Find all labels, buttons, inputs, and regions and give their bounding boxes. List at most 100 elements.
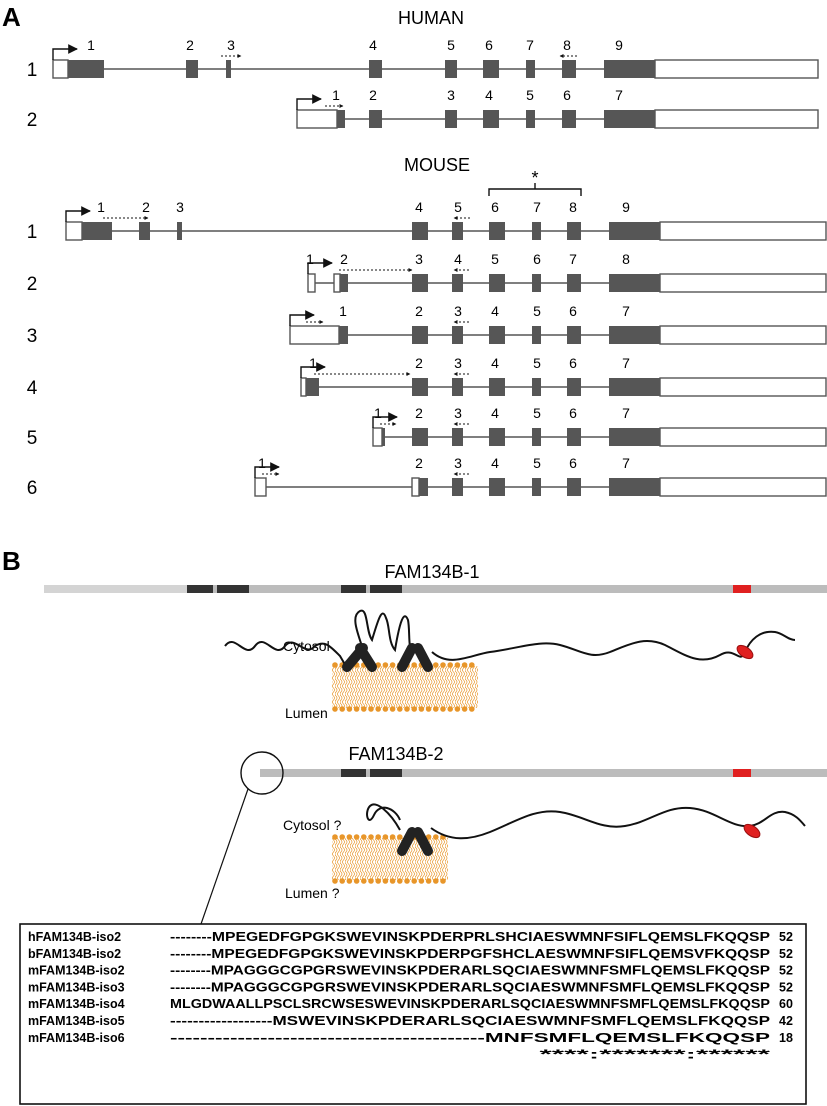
exon [337,110,345,128]
exon [562,60,576,78]
exon [526,110,535,128]
lipid-head [389,878,396,884]
alignment-row: bFAM134B-iso2--------MPEGEDFGPGKSWEVINSK… [28,947,793,961]
lipid-head [447,706,454,712]
exon [532,478,541,496]
lipid-head [375,834,382,840]
lipid-head [332,834,338,840]
lipid-head [440,662,446,668]
sequence-alignment: hFAM134B-iso2--------MPEGEDFGPGKSWEVINSK… [28,930,793,1062]
exon [452,326,463,344]
tss-arrow [65,206,91,222]
protein-2-bar [260,769,827,777]
exon [139,222,150,240]
exon-label: 2 [369,87,377,103]
exon-label: 4 [454,251,462,267]
exon [489,274,505,292]
lipid-head [361,834,367,840]
exon-label: 4 [491,455,499,471]
sequence-name: mFAM134B-iso4 [28,997,125,1011]
sequence: ----------------------------------------… [170,1031,770,1045]
lir-motif-marker [743,823,761,839]
tm-helix [397,643,417,672]
exon-label: 4 [415,199,423,215]
alignment-box [19,923,807,1105]
lir-motif-marker [736,644,754,660]
protein-2-title: FAM134B-2 [348,744,443,764]
lipid-head [361,706,367,712]
lipid-head [353,834,360,840]
lipid-head [425,834,432,840]
exon-label: 8 [569,199,577,215]
exon-label: 7 [622,455,630,471]
exon-label: 4 [485,87,493,103]
tm-domain [187,585,213,593]
lipid-head [440,878,446,884]
bracket-asterisk: * [531,168,538,188]
exon [412,274,428,292]
exon-label: 1 [339,303,347,319]
exon-label: 1 [309,355,317,371]
lipid-head [368,706,374,712]
exon-label: 6 [569,405,577,421]
utr-5 [289,325,340,345]
lipid-head [382,706,389,712]
exon [609,478,660,496]
transcript-id: 2 [27,110,38,131]
lipid-head [361,878,367,884]
exon-label: 8 [622,251,630,267]
exon-label: 1 [374,405,382,421]
tm-helix [397,827,417,856]
exon [562,110,576,128]
lipid-head [469,662,475,668]
mouse-title: MOUSE [404,155,470,175]
lipid-head [418,706,425,712]
exon [452,222,463,240]
exon [483,110,499,128]
lipid-head [382,662,389,668]
utr-5 [333,273,341,293]
sequence-name: bFAM134B-iso2 [28,947,121,961]
lipid-head [346,706,353,712]
exon [382,428,385,446]
exon-label: 2 [415,355,423,371]
exon-label: 7 [533,199,541,215]
protein-1-topology [224,609,796,672]
lipid-head [368,878,374,884]
exon [489,378,505,396]
exon-label: 1 [87,37,95,53]
exon [452,428,463,446]
lipid-head [433,834,439,840]
tm-domain [217,585,249,593]
lipid-head [404,878,410,884]
human-title: HUMAN [398,8,464,28]
lipid-head [425,878,432,884]
exon-label: 3 [415,251,423,267]
utr-3 [659,427,827,447]
exon [567,326,581,344]
utr-5 [65,221,83,241]
protein-1-bar [44,585,827,593]
exon-bracket: * [488,168,582,196]
exon-label: 2 [415,455,423,471]
lipid-head [454,662,461,668]
lipid-head [440,706,446,712]
lipid-head [382,834,389,840]
exon-label: 5 [533,355,541,371]
lipid-head [346,834,353,840]
tm-helix [355,643,377,672]
exon [567,428,581,446]
tm-domain [341,769,366,777]
exon [369,110,382,128]
lipid-head [447,662,454,668]
utr-5 [307,273,316,293]
exon-label: 1 [97,199,105,215]
lipid-head [461,662,468,668]
exon-label: 5 [491,251,499,267]
sequence: MLGDWAALLPSCLSRCWSESWEVINSKPDERARLSQCIAE… [170,997,770,1011]
exon [604,60,655,78]
